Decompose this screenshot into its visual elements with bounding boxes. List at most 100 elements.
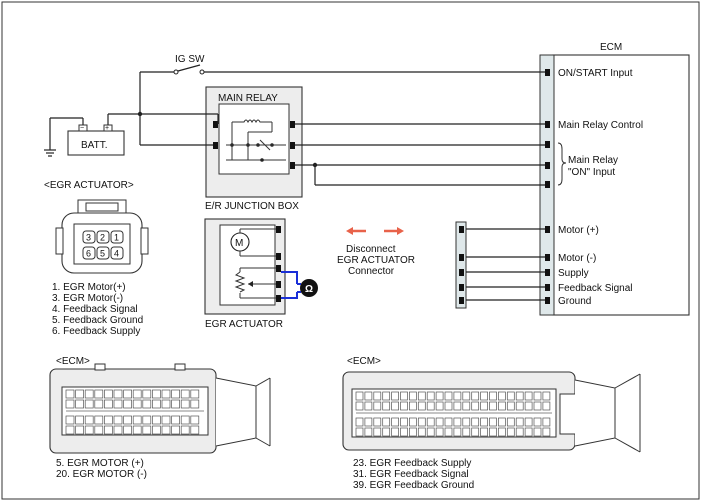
connector-cavity xyxy=(426,417,435,427)
connector-cavity xyxy=(142,425,152,435)
connector-cavity xyxy=(355,391,364,401)
egr-actuator-label: EGR ACTUATOR xyxy=(205,319,283,330)
connector-cavity xyxy=(373,391,382,401)
disconnect-note: Disconnect EGR ACTUATOR Connector xyxy=(337,244,415,277)
main-relay-label: MAIN RELAY xyxy=(218,93,278,104)
ecm-left-note: 20. EGR MOTOR (-) xyxy=(56,469,147,480)
connector-cavity xyxy=(75,425,84,435)
ecm-block: ECM ON/START Input Main Relay Control Ma… xyxy=(539,42,690,316)
ecm-main-relay-on-input-line1: Main Relay xyxy=(568,155,618,166)
connector-cavity xyxy=(65,415,75,425)
connector-cavity xyxy=(152,399,161,409)
ecm-right-notes: 23. EGR Feedback Supply 31. EGR Feedback… xyxy=(353,458,474,491)
connector-cavity xyxy=(498,401,506,411)
connector-cavity xyxy=(171,399,180,409)
connector-cavity xyxy=(75,389,84,399)
connector-cavity xyxy=(382,427,391,437)
connector-cavity xyxy=(400,401,408,411)
connector-cavity xyxy=(471,401,480,411)
connector-cavity xyxy=(161,425,171,435)
ohmmeter-icon xyxy=(300,279,318,297)
connector-pin-number: 6 xyxy=(86,249,91,259)
battery: BATT. − + xyxy=(44,113,140,157)
ecm-feedback-signal: Feedback Signal xyxy=(558,283,633,294)
connector-cavity xyxy=(142,399,152,409)
connector-cavity xyxy=(84,425,94,435)
ecm-right-header: <ECM> xyxy=(347,356,381,367)
connector-cavity xyxy=(94,415,104,425)
connector-cavity xyxy=(515,427,524,437)
connector-cavity xyxy=(142,389,152,399)
connector-cavity xyxy=(190,399,200,409)
egr-pin-item: 1. EGR Motor(+) xyxy=(52,282,126,293)
connector-cavity xyxy=(180,399,190,409)
connector-cavity xyxy=(533,427,542,437)
connector-cavity xyxy=(524,417,533,427)
connector-cavity xyxy=(355,427,364,437)
egr-pin-item: 3. EGR Motor(-) xyxy=(52,293,123,304)
connector-cavity xyxy=(462,391,471,401)
ohmmeter-probe: Ω xyxy=(281,271,318,299)
ecm-supply: Supply xyxy=(558,268,589,279)
svg-text:−: − xyxy=(80,125,84,132)
ecm-right-note: 31. EGR Feedback Signal xyxy=(353,469,469,480)
egr-actuator-component: EGR ACTUATOR M xyxy=(204,218,286,330)
connector-cavity xyxy=(152,389,161,399)
connector-cavity xyxy=(364,427,373,437)
connector-cavity xyxy=(506,401,515,411)
connector-cavity xyxy=(524,427,533,437)
connector-cavity xyxy=(65,389,75,399)
connector-cavity xyxy=(426,427,435,437)
connector-cavity xyxy=(524,391,533,401)
er-junction-box-label: E/R JUNCTION BOX xyxy=(205,201,299,212)
egr-pin-item: 5. Feedback Ground xyxy=(52,315,143,326)
egr-pin-item: 4. Feedback Signal xyxy=(52,304,138,315)
egr-actuator-header: <EGR ACTUATOR> xyxy=(44,180,134,191)
connector-cavity xyxy=(542,417,551,427)
connector-cavity xyxy=(426,391,435,401)
connector-cavity xyxy=(489,391,497,401)
ignition-switch: IG SW xyxy=(173,54,205,75)
connector-cavity xyxy=(355,417,364,427)
connector-cavity xyxy=(471,391,480,401)
ecm-right-note: 23. EGR Feedback Supply xyxy=(353,458,471,469)
connector-cavity xyxy=(65,425,75,435)
connector-cavity xyxy=(382,401,391,411)
connector-cavity xyxy=(417,427,426,437)
connector-cavity xyxy=(123,399,132,409)
connector-cavity xyxy=(391,417,399,427)
connector-cavity xyxy=(409,427,417,437)
ecm-motor-plus: Motor (+) xyxy=(558,225,599,236)
connector-cavity xyxy=(84,389,94,399)
connector-cavity xyxy=(132,389,142,399)
connector-cavity xyxy=(462,401,471,411)
ecm-main-relay-control: Main Relay Control xyxy=(558,120,643,131)
svg-text:IG SW: IG SW xyxy=(175,54,205,65)
connector-cavity xyxy=(161,399,171,409)
egr-actuator-connector: <EGR ACTUATOR> xyxy=(44,180,149,274)
connector-cavity xyxy=(533,391,542,401)
connector-cavity xyxy=(104,425,113,435)
ecm-ground: Ground xyxy=(558,296,591,307)
connector-cavity xyxy=(113,425,123,435)
connector-cavity xyxy=(391,427,399,437)
connector-pin-number: 1 xyxy=(114,233,119,243)
connector-cavity xyxy=(480,391,488,401)
ecm-left-header: <ECM> xyxy=(56,356,90,367)
connector-cavity xyxy=(515,401,524,411)
connector-cavity xyxy=(417,417,426,427)
connector-pin-cell xyxy=(82,230,96,244)
connector-cavity xyxy=(498,391,506,401)
connector-cavity xyxy=(480,401,488,411)
connector-cavity xyxy=(171,415,180,425)
connector-cavity xyxy=(498,417,506,427)
connector-cavity xyxy=(382,417,391,427)
connector-cavity xyxy=(515,391,524,401)
connector-cavity xyxy=(409,417,417,427)
connector-pin-cell xyxy=(110,230,124,244)
connector-cavity xyxy=(94,425,104,435)
connector-cavity xyxy=(444,401,453,411)
connector-cavity xyxy=(161,415,171,425)
svg-text:BATT.: BATT. xyxy=(81,140,107,151)
